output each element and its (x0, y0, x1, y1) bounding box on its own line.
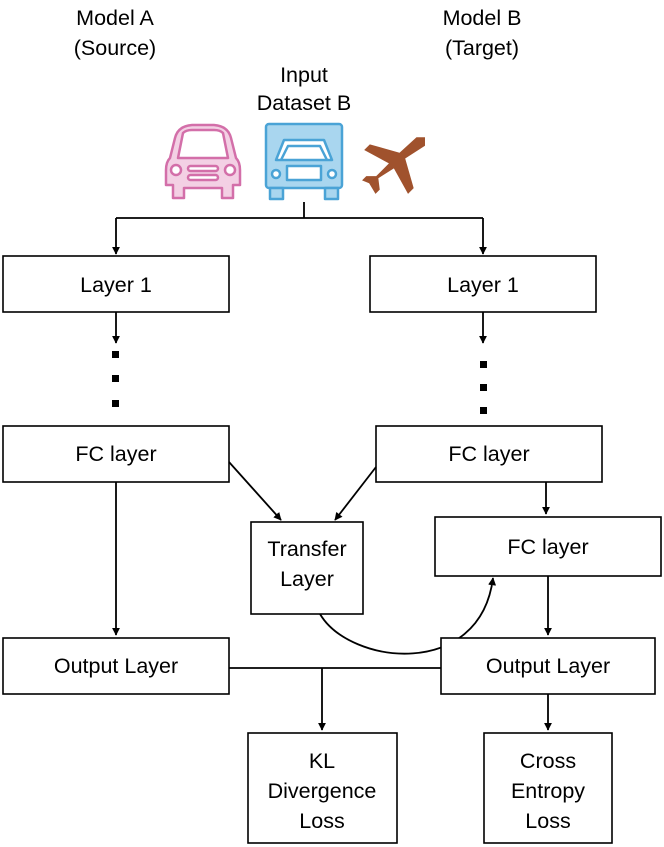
transfer-layer-label-line2: Layer (280, 567, 334, 591)
kl-loss-label-line1: KL (309, 749, 335, 773)
model-a-output-label: Output Layer (54, 654, 178, 678)
transfer-to-b-fc2-curve (319, 577, 497, 655)
model-a-ellipsis (112, 351, 119, 407)
car-icon (164, 123, 242, 200)
ce-loss-box (483, 732, 613, 844)
model-a-layer1-box (2, 255, 230, 313)
transfer-layer-box (250, 521, 364, 615)
model-b-output-box (440, 637, 656, 695)
input-connector (116, 202, 483, 219)
ce-loss-label-line2: Entropy (511, 779, 585, 803)
model-b-fc-label: FC layer (448, 442, 529, 466)
model-a-subtitle: (Source) (74, 36, 156, 60)
model-a-title: Model A (76, 6, 154, 30)
model-b-layer1-label: Layer 1 (447, 273, 519, 297)
kl-loss-box (247, 732, 398, 844)
ce-loss-label-line3: Loss (525, 809, 570, 833)
model-b-fc-to-transfer-arrow (334, 466, 377, 521)
model-a-output-box (2, 637, 230, 695)
model-b-subtitle: (Target) (445, 36, 519, 60)
kl-loss-label-line2: Divergence (268, 779, 377, 803)
model-b-fc-box (375, 425, 603, 483)
input-title: Input (280, 63, 328, 87)
model-a-fc-label: FC layer (75, 442, 156, 466)
model-b-fc2-box (434, 516, 662, 577)
airplane-icon (362, 137, 425, 194)
model-b-fc2-label: FC layer (507, 535, 588, 559)
ce-loss-label-line1: Cross (520, 749, 576, 773)
truck-icon (264, 122, 344, 201)
model-b-layer1-box (369, 255, 597, 313)
kl-loss-label-line3: Loss (299, 809, 344, 833)
model-b-ellipsis (480, 361, 487, 414)
model-a-fc-to-transfer-arrow (228, 461, 282, 521)
model-a-fc-box (2, 425, 230, 483)
model-a-layer1-label: Layer 1 (80, 273, 152, 297)
transfer-layer-label-line1: Transfer (267, 537, 346, 561)
model-b-output-label: Output Layer (486, 654, 610, 678)
model-b-title: Model B (443, 6, 522, 30)
input-subtitle: Dataset B (257, 91, 351, 115)
